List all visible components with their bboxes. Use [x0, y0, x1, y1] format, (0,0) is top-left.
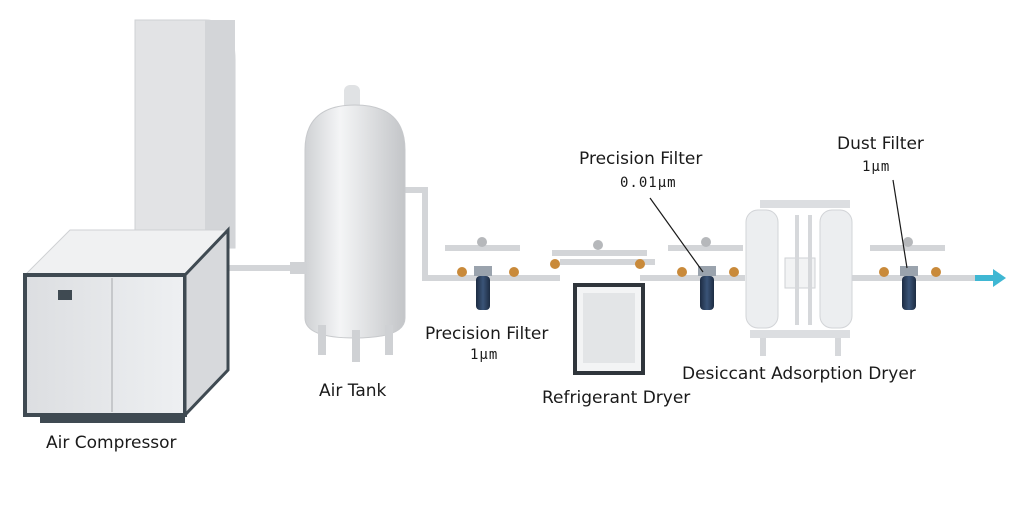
refrigerant-dryer: [550, 240, 647, 375]
precision-filter-0-01um: [668, 237, 743, 310]
desiccant-adsorption-dryer: [745, 200, 853, 356]
precision-filter-1um: [445, 237, 520, 310]
air-compressor: [23, 19, 236, 423]
label-precision-filter-2: Precision Filter: [579, 149, 703, 169]
label-desiccant-dryer: Desiccant Adsorption Dryer: [682, 364, 916, 384]
label-dust-filter-rating: 1μm: [862, 159, 891, 175]
air-tank: [290, 85, 406, 362]
label-refrigerant-dryer: Refrigerant Dryer: [542, 388, 691, 408]
leader-line-precision-filter-2: [649, 197, 704, 273]
leader-line-dust-filter: [892, 179, 908, 269]
label-dust-filter: Dust Filter: [837, 134, 924, 154]
label-air-compressor: Air Compressor: [46, 433, 177, 453]
label-precision-filter-1-rating: 1μm: [470, 347, 499, 363]
dust-filter-1um: [870, 237, 945, 310]
label-precision-filter-1: Precision Filter: [425, 324, 549, 344]
outlet-arrow-icon: [975, 269, 1006, 287]
label-air-tank: Air Tank: [319, 381, 387, 401]
label-precision-filter-2-rating: 0.01μm: [620, 175, 677, 191]
